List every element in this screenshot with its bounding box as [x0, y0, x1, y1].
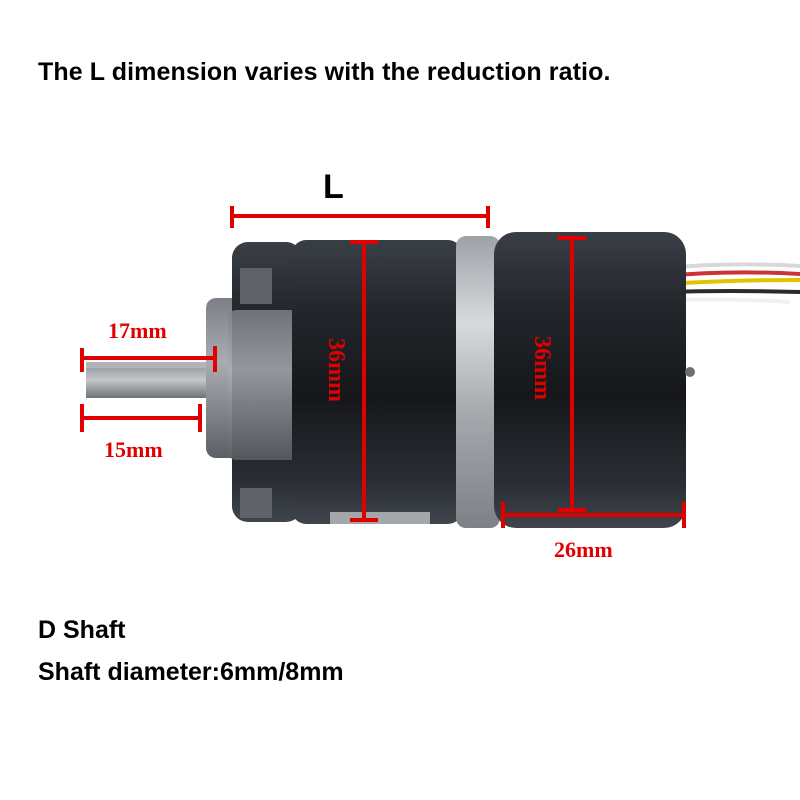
- dimension-length-label: L: [323, 168, 344, 206]
- gearbox-label: [330, 512, 430, 524]
- motor-screw: [685, 367, 695, 377]
- gearbox-body: [292, 240, 462, 524]
- motor-body: [494, 232, 686, 528]
- d-shaft: [86, 362, 216, 398]
- dimension-lines: [80, 206, 686, 528]
- coupling-ring: [456, 236, 500, 528]
- dimension-shaft-inner: 15mm: [104, 437, 163, 462]
- dimension-gearbox-diameter: 36mm: [323, 338, 349, 402]
- dimension-shaft-outer: 17mm: [108, 318, 167, 343]
- shaft-diameter-text: Shaft diameter:6mm/8mm: [38, 658, 344, 686]
- dimension-motor-length: 26mm: [554, 537, 613, 562]
- dimension-motor-diameter: 36mm: [529, 336, 555, 400]
- gearbox-flange: [206, 242, 302, 522]
- headline: The L dimension varies with the reductio…: [38, 58, 611, 86]
- shaft-type-text: D Shaft: [38, 616, 126, 644]
